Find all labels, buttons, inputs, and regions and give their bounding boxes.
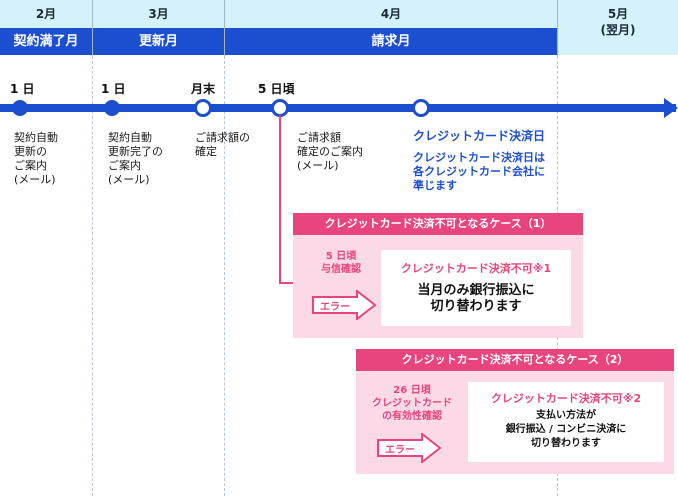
band-label: 契約満了月 xyxy=(13,34,79,49)
milestone-note: クレジットカード決済日は 各クレジットカード会社に 準じます xyxy=(413,151,545,192)
case2-result-title: クレジットカード決済不可※2 xyxy=(490,392,642,405)
error-arrow-icon xyxy=(377,433,442,463)
month-label: 4月 xyxy=(380,7,402,21)
timeline-bar xyxy=(0,104,676,112)
case1-title: クレジットカード決済不可となるケース（1） xyxy=(293,213,583,235)
case1-subtitle: 5 日頃 与信確認 xyxy=(321,251,361,275)
milestone-note: 契約自動 更新完了の ご案内 (メール) xyxy=(108,131,163,186)
milestone-date: 5 日頃 xyxy=(258,82,295,96)
case2-result-body: 支払い方法が 銀行振込 / コンビニ決済に 切り替わります xyxy=(505,410,627,449)
band-billing: 請求月 xyxy=(225,28,557,55)
case1-panel: クレジットカード決済不可となるケース（1） 5 日頃 与信確認 エラー クレジッ… xyxy=(293,213,583,338)
case2-title: クレジットカード決済不可となるケース（2） xyxy=(356,349,674,371)
error-label: エラー xyxy=(385,445,415,456)
milestone-date: 月末 xyxy=(191,82,216,96)
milestone-dot-open xyxy=(412,99,430,117)
column-guide xyxy=(92,56,93,496)
case2-subtitle: 26 日頃 クレジットカード の有効性確認 xyxy=(372,385,452,422)
milestone-dot-filled xyxy=(12,100,28,116)
case2-panel: クレジットカード決済不可となるケース（2） 26 日頃 クレジットカード の有効… xyxy=(356,349,674,474)
milestone-date: 1 日 xyxy=(101,82,126,96)
band-contract-expiry: 契約満了月 xyxy=(0,28,92,55)
milestone-title: クレジットカード決済日 xyxy=(413,129,546,143)
milestone-dot-open xyxy=(194,99,212,117)
error-label: エラー xyxy=(320,302,350,313)
month-header-mar: 3月 xyxy=(93,0,224,28)
band-label: 更新月 xyxy=(138,34,178,49)
milestone-note: ご請求額の 確定 xyxy=(195,131,250,158)
case1-connector xyxy=(279,282,293,284)
timeline-arrowhead xyxy=(664,98,678,118)
band-renewal: 更新月 xyxy=(93,28,224,55)
error-arrow-icon xyxy=(312,290,377,320)
month-header-apr: 4月 xyxy=(225,0,557,28)
month-header-may: 5月 (翌月) xyxy=(558,0,678,55)
column-divider xyxy=(92,0,93,56)
column-guide xyxy=(224,56,225,496)
column-divider xyxy=(224,0,225,56)
month-label: 2月 xyxy=(35,7,57,21)
month-header-feb: 2月 xyxy=(0,0,92,28)
milestone-note: ご請求額 確定のご案内 (メール) xyxy=(297,131,363,172)
milestone-note: 契約自動 更新の ご案内 (メール) xyxy=(14,131,58,186)
case1-connector xyxy=(279,115,281,284)
month-label: 5月 (翌月) xyxy=(600,7,636,37)
case1-result-box: クレジットカード決済不可※1 当月のみ銀行振込に 切り替わります xyxy=(381,250,571,326)
case1-result-body: 当月のみ銀行振込に 切り替わります xyxy=(417,283,535,314)
month-label: 3月 xyxy=(148,7,169,21)
column-divider xyxy=(557,0,558,56)
case1-result-title: クレジットカード決済不可※1 xyxy=(400,262,552,275)
milestone-dot-filled xyxy=(104,100,120,116)
case2-result-box: クレジットカード決済不可※2 支払い方法が 銀行振込 / コンビニ決済に 切り替… xyxy=(468,382,664,462)
band-label: 請求月 xyxy=(371,34,411,49)
milestone-date: 1 日 xyxy=(10,82,35,96)
